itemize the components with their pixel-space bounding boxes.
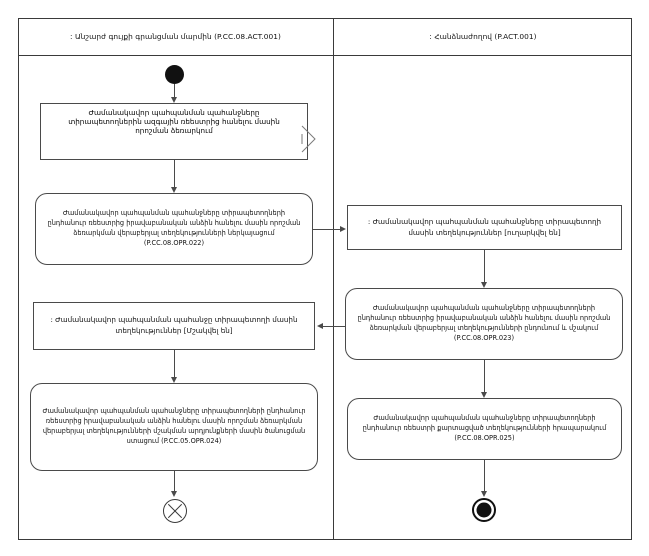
- swimlane-header-divider: [18, 55, 632, 56]
- send-signal-icon: [300, 124, 317, 154]
- note-decision-issuance: Ժամանակավոր պահպանման պահանջները տիրապետ…: [40, 103, 308, 160]
- edge-action025-to-activity-final: [484, 460, 485, 492]
- swimlane-title-right: : Հանձնաժողով (P.ACT.001): [429, 32, 537, 41]
- arrowhead-down: [481, 282, 487, 288]
- edge-note-to-action022: [174, 160, 175, 188]
- initial-node: [165, 65, 184, 84]
- arrowhead-down: [171, 187, 177, 193]
- action-label: Ժամանակավոր պահպանման պահանջները տիրապետ…: [357, 304, 611, 342]
- edge-object-sent-to-action023: [484, 250, 485, 283]
- swimlane-vertical-divider: [333, 18, 334, 540]
- arrowhead-down: [171, 97, 177, 103]
- object-node-label: : Ժամանակավոր պահպանման պահանջները տիրապ…: [367, 216, 602, 237]
- arrowhead-down: [481, 392, 487, 398]
- action-opr-025[interactable]: Ժամանակավոր պահպանման պահանջները տիրապետ…: [347, 398, 622, 460]
- action-label: Ժամանակավոր պահպանման պահանջները տիրապետ…: [362, 414, 607, 442]
- arrowhead-right: [340, 226, 346, 232]
- edge-action023-to-action025: [484, 360, 485, 393]
- activity-final-node: [472, 498, 496, 522]
- edge-action023-to-object-received: [323, 326, 345, 327]
- action-opr-023[interactable]: Ժամանակավոր պահպանման պահանջները տիրապետ…: [345, 288, 623, 360]
- swimlane-title-left: : Անշարժ գույքի գրանցման մարմին (P.CC.08…: [70, 32, 281, 41]
- edge-action022-to-object-sent: [313, 229, 341, 230]
- action-opr-022[interactable]: Ժամանակավոր պահպանման պահանջները տիրապետ…: [35, 193, 313, 265]
- object-node-info-processed[interactable]: : Ժամանակավոր պահպանման պահանջը տիրապետո…: [33, 302, 315, 350]
- action-label: Ժամանակավոր պահպանման պահանջները տիրապետ…: [42, 407, 306, 445]
- note-text: Ժամանակավոր պահպանման պահանջները տիրապետ…: [68, 108, 280, 135]
- flow-final-node: [163, 499, 187, 523]
- object-node-label: : Ժամանակավոր պահպանման պահանջը տիրապետո…: [50, 315, 298, 335]
- action-opr-024[interactable]: Ժամանակավոր պահպանման պահանջները տիրապետ…: [30, 383, 318, 471]
- object-node-info-sent[interactable]: : Ժամանակավոր պահպանման պահանջները տիրապ…: [347, 205, 622, 250]
- edge-action024-to-flow-final: [174, 471, 175, 492]
- edge-initial-to-note: [174, 84, 175, 98]
- arrowhead-down: [171, 377, 177, 383]
- edge-object-to-action024: [174, 350, 175, 378]
- arrowhead-left: [317, 323, 323, 329]
- action-label: Ժամանակավոր պահպանման պահանջները տիրապետ…: [47, 209, 301, 247]
- arrowhead-down: [481, 491, 487, 497]
- swimlane-frame: [18, 18, 632, 540]
- arrowhead-down: [171, 491, 177, 497]
